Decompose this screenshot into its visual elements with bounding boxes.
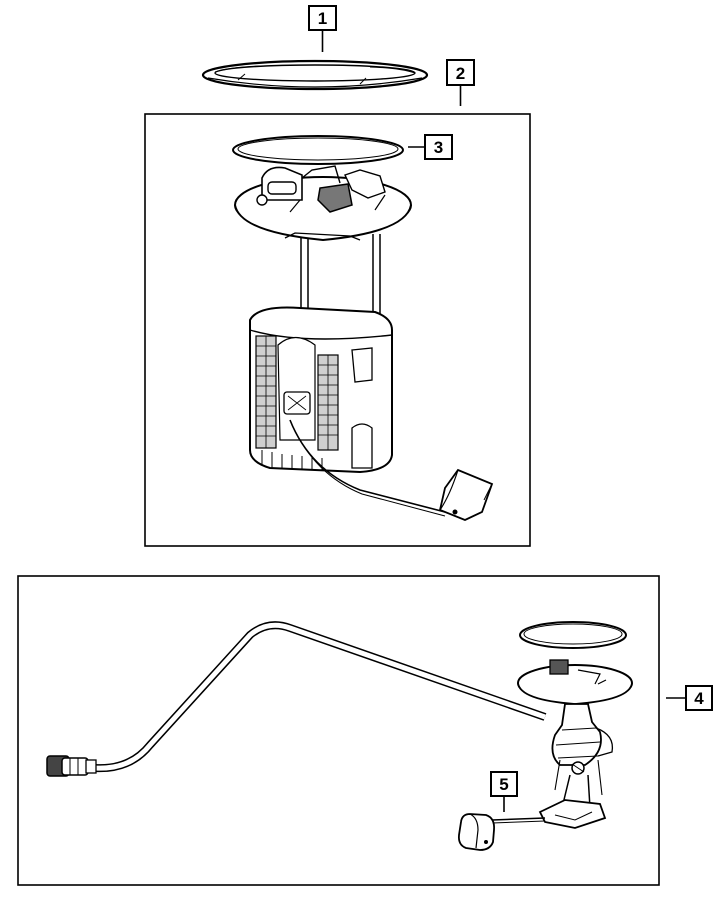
callout-5[interactable]: 5 xyxy=(490,771,518,797)
callout-3-label: 3 xyxy=(434,138,443,157)
callout-1-label: 1 xyxy=(318,9,327,28)
lock-ring xyxy=(201,59,429,91)
lower-fuel-level-float xyxy=(457,813,546,851)
guide-rods xyxy=(300,234,381,322)
lower-frame xyxy=(17,575,660,886)
callout-4[interactable]: 4 xyxy=(685,685,713,711)
callout-1[interactable]: 1 xyxy=(308,5,337,31)
lower-pump-body xyxy=(538,703,614,829)
callout-4-label: 4 xyxy=(694,689,704,708)
fuel-level-float xyxy=(289,419,494,521)
module-frame xyxy=(144,113,531,547)
fuel-line-tube xyxy=(46,621,547,777)
callout-5-label: 5 xyxy=(499,775,508,794)
o-ring-seal xyxy=(232,135,404,165)
pump-reservoir xyxy=(249,306,393,474)
callout-2[interactable]: 2 xyxy=(446,59,475,86)
callout-3[interactable]: 3 xyxy=(424,134,453,160)
module-flange xyxy=(234,165,412,242)
callout-2-label: 2 xyxy=(456,64,465,83)
lower-o-ring xyxy=(519,621,627,649)
lower-module-flange xyxy=(517,659,633,705)
